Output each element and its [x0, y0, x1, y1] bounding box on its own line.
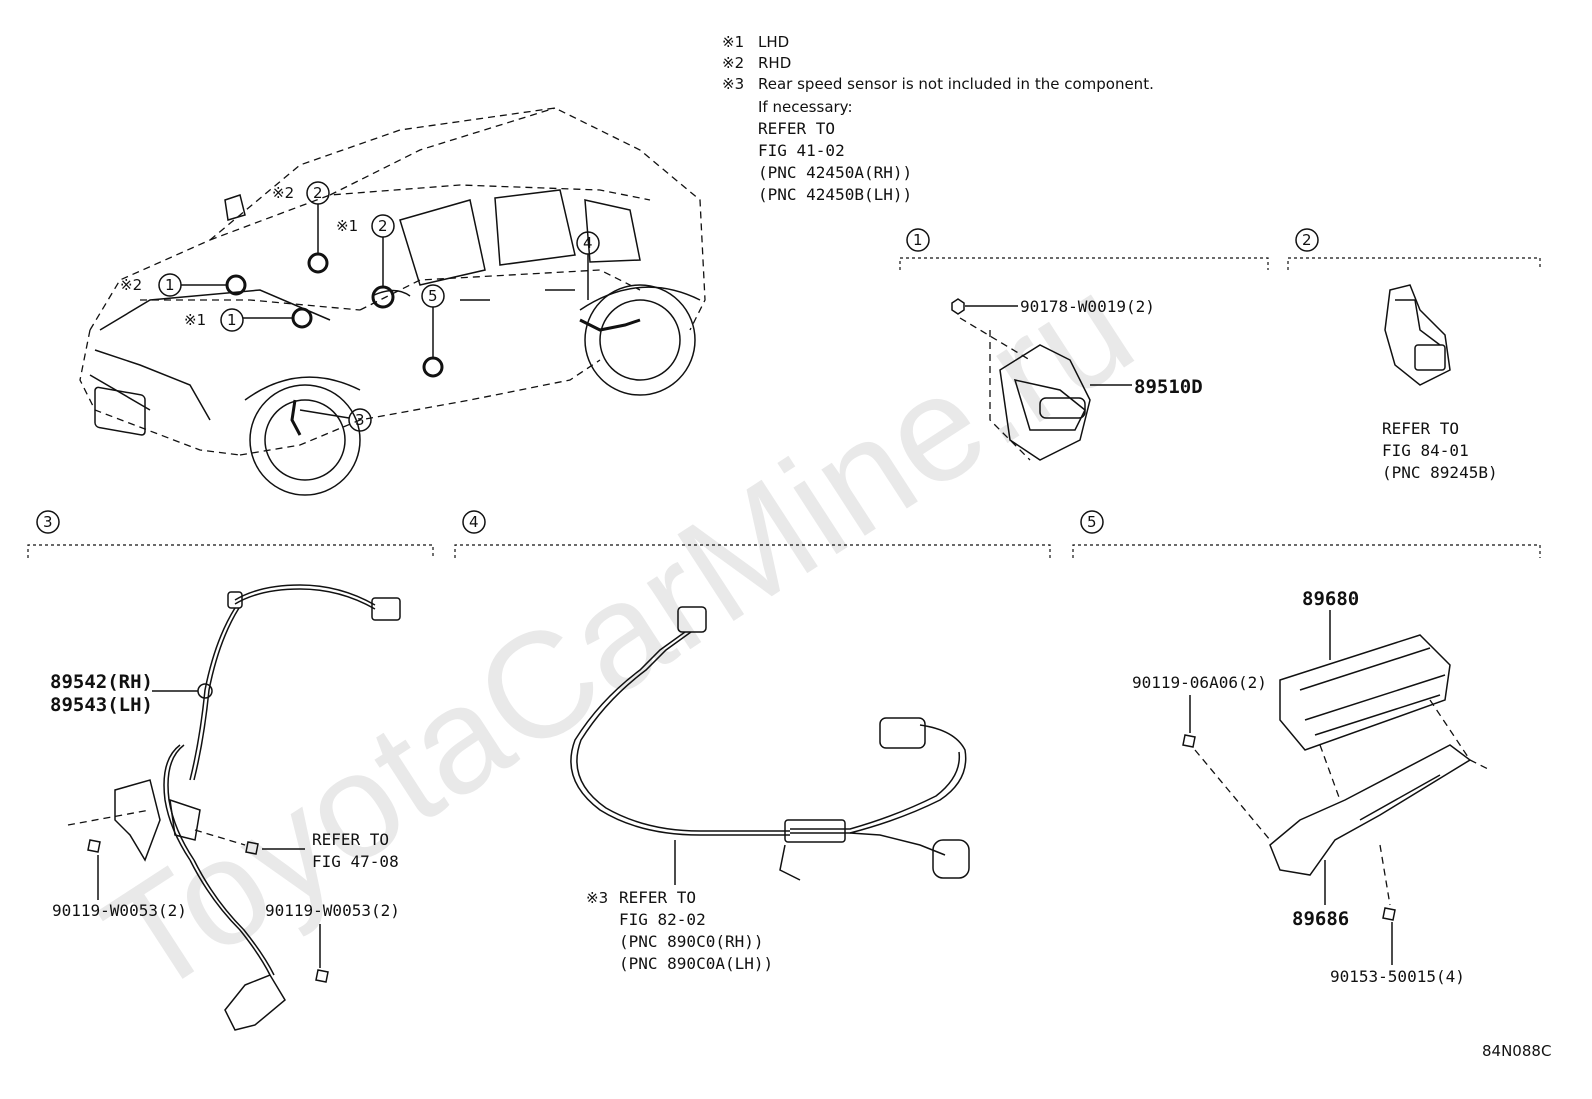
section-3-index: 3: [43, 513, 53, 531]
callout-2-lhd: 2: [378, 217, 388, 235]
section-1: 1 90178-W0019(2) 89510D: [899, 228, 1269, 461]
note-refer-3: (PNC 42450A(RH)): [758, 163, 912, 182]
section-4: 4 ※3 REFER TO FIG 82-02 (PNC 890C0(RH)) …: [454, 510, 1051, 973]
section-3-refer-1: REFER TO: [312, 830, 389, 849]
note-refer-2: FIG 41-02: [758, 141, 845, 160]
section-1-part: 89510D: [1134, 376, 1203, 398]
section-2-refer-2: FIG 84-01: [1382, 441, 1469, 460]
callout-rhd-mark: ※2: [272, 184, 294, 202]
section-3-refer-2: FIG 47-08: [312, 852, 399, 871]
section-5-index: 5: [1087, 513, 1097, 531]
section-5-bolt: 90119-06A06(2): [1132, 673, 1267, 692]
section-4-refer-1: REFER TO: [619, 888, 696, 907]
section-4-index: 4: [469, 513, 479, 531]
note-1-mark: ※1: [722, 33, 744, 51]
section-4-refer-2: FIG 82-02: [619, 910, 706, 929]
callout-lhd-mark-1: ※1: [184, 311, 206, 329]
section-2-refer-1: REFER TO: [1382, 419, 1459, 438]
section-3-part-lh: 89543(LH): [50, 694, 153, 716]
note-1-text: LHD: [758, 33, 789, 51]
section-5: 5 89680 90119-06A06(2) 89686 90153-50015…: [1072, 510, 1541, 986]
note-refer-4: (PNC 42450B(LH)): [758, 185, 912, 204]
note-refer-1: REFER TO: [758, 119, 835, 138]
section-4-mark: ※3: [586, 889, 608, 907]
section-2-refer-3: (PNC 89245B): [1382, 463, 1498, 482]
notes: ※1 LHD ※2 RHD ※3 Rear speed sensor is no…: [722, 33, 1154, 204]
section-5-screw: 90153-50015(4): [1330, 967, 1465, 986]
section-1-index: 1: [913, 231, 923, 249]
section-3-bolt-left: 90119-W0053(2): [52, 901, 187, 920]
section-2: 2 REFER TO FIG 84-01 (PNC 89245B): [1287, 228, 1541, 482]
callout-5: 5: [428, 287, 438, 305]
note-2-mark: ※2: [722, 54, 744, 72]
section-3-bolt-right: 90119-W0053(2): [265, 901, 400, 920]
callout-1-rhd: 1: [165, 276, 175, 294]
section-2-index: 2: [1302, 231, 1312, 249]
note-3-mark: ※3: [722, 75, 744, 93]
callout-3: 3: [355, 411, 365, 429]
note-3-text: Rear speed sensor is not included in the…: [758, 75, 1154, 93]
callout-rhd-mark-1: ※2: [120, 276, 142, 294]
section-4-refer-4: (PNC 890C0A(LH)): [619, 954, 773, 973]
section-5-ecu: 89680: [1302, 588, 1359, 610]
figure-code: 84N088C: [1482, 1042, 1551, 1060]
section-3-part-rh: 89542(RH): [50, 671, 153, 693]
section-4-refer-3: (PNC 890C0(RH)): [619, 932, 764, 951]
watermark: ToyotaCarMine.ru: [76, 241, 1160, 1027]
callout-lhd-mark: ※1: [336, 217, 358, 235]
note-2-text: RHD: [758, 54, 791, 72]
callout-4: 4: [583, 234, 593, 252]
callout-1-lhd: 1: [227, 311, 237, 329]
section-3: 3 89542(RH) 89543(LH) 90119-W0053(2) REF…: [27, 510, 434, 1031]
section-5-bracket: 89686: [1292, 908, 1349, 930]
callout-2-rhd: 2: [313, 184, 323, 202]
car-illustration: [79, 107, 706, 496]
car-callouts: ※2 2 ※1 2 ※2 1 ※1 1 3 4 5: [120, 181, 600, 432]
section-1-fastener: 90178-W0019(2): [1020, 297, 1155, 316]
note-if-necessary: If necessary:: [758, 98, 853, 116]
